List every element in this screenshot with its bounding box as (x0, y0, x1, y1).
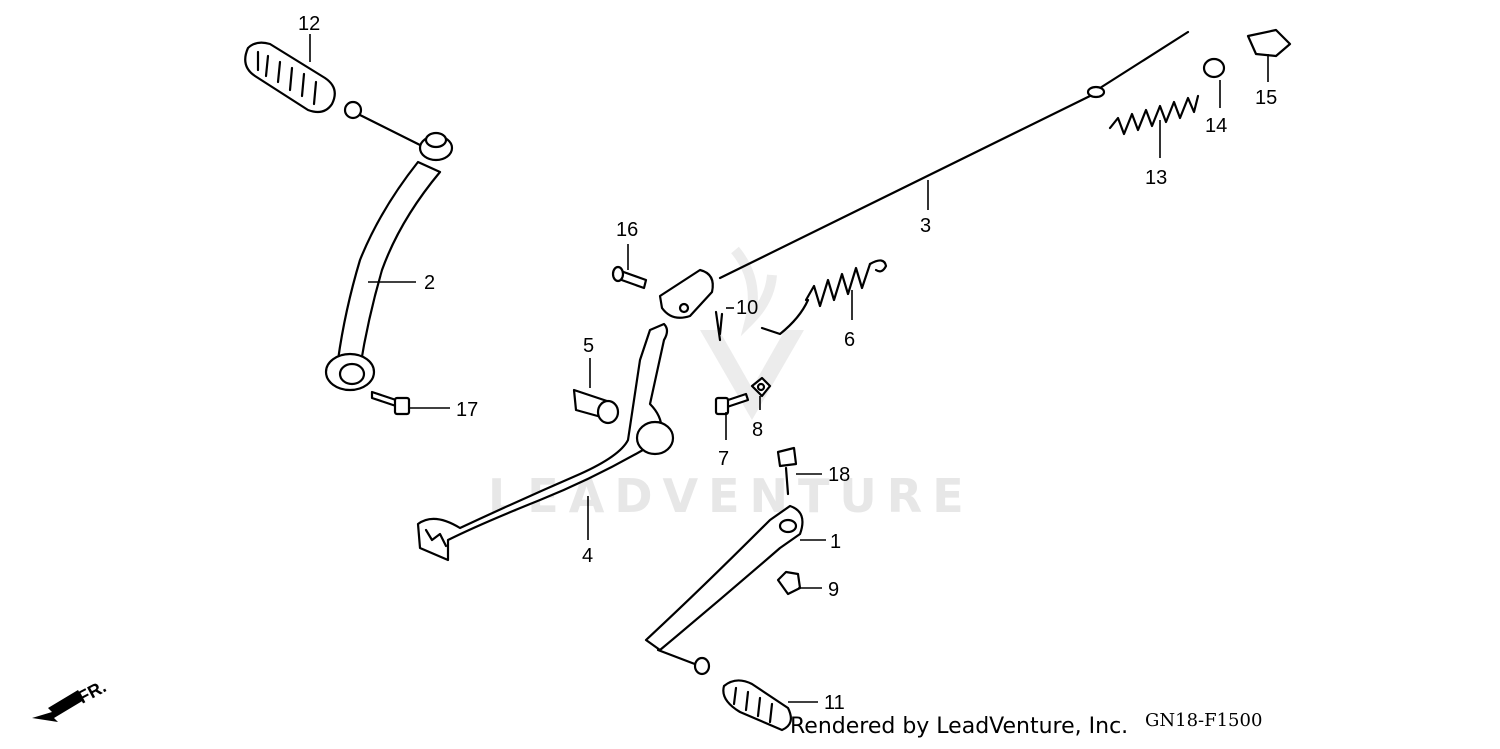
callout-3: 3 (920, 215, 931, 237)
callout-8: 8 (752, 419, 763, 441)
part-6-return-spring[interactable] (760, 259, 888, 336)
diagram-code: GN18-F1500 (1145, 710, 1263, 731)
callout-1: 1 (830, 531, 841, 553)
callout-14: 14 (1205, 115, 1227, 137)
part-17-bolt[interactable] (370, 390, 411, 416)
callout-18: 18 (828, 464, 850, 486)
arrow-down-left-icon (32, 690, 84, 722)
part-16-pin[interactable] (611, 265, 648, 290)
callout-5: 5 (583, 335, 594, 357)
part-12-kick-rubber[interactable] (244, 41, 336, 114)
callout-11: 11 (824, 692, 845, 714)
leader-lines (309, 34, 1269, 703)
part-13-spring[interactable] (1108, 94, 1200, 136)
part-7-bolt[interactable] (714, 392, 750, 416)
part-18-flange-bolt[interactable] (776, 446, 798, 496)
front-label: FR. (74, 676, 109, 707)
part-8-nut[interactable] (750, 376, 772, 398)
callout-6: 6 (844, 329, 855, 351)
leadventure-watermark: LEADVENTURE (488, 246, 974, 523)
watermark-text: LEADVENTURE (488, 469, 974, 523)
part-14-collar[interactable] (1202, 57, 1226, 79)
part-11-pedal-rubber[interactable] (722, 679, 793, 732)
part-15-adjusting-nut[interactable] (1246, 28, 1292, 58)
callout-7: 7 (718, 448, 729, 470)
callout-17: 17 (456, 399, 478, 421)
part-4-brake-pedal[interactable] (416, 322, 675, 562)
callout-9: 9 (828, 579, 839, 601)
part-5-bushing[interactable] (572, 388, 620, 425)
part-2-kick-arm[interactable] (324, 100, 454, 392)
callout-2: 2 (424, 272, 435, 294)
part-9-nut[interactable] (776, 570, 802, 596)
part-3-brake-cable[interactable] (658, 30, 1190, 319)
part-1-gearshift-pedal[interactable] (644, 504, 804, 676)
callout-4: 4 (582, 545, 593, 567)
callout-10: 10 (736, 297, 758, 319)
callout-16: 16 (616, 219, 638, 241)
callout-labels: 1 2 3 4 5 6 7 8 9 10 11 12 13 14 15 16 1… (298, 13, 1277, 714)
front-direction-marker: FR. (32, 676, 109, 722)
callout-15: 15 (1255, 87, 1277, 109)
callout-12: 12 (298, 13, 320, 35)
part-10-cotter-pin[interactable] (714, 310, 724, 342)
render-credit: Rendered by LeadVenture, Inc. (790, 714, 1129, 739)
callout-13: 13 (1145, 167, 1167, 189)
